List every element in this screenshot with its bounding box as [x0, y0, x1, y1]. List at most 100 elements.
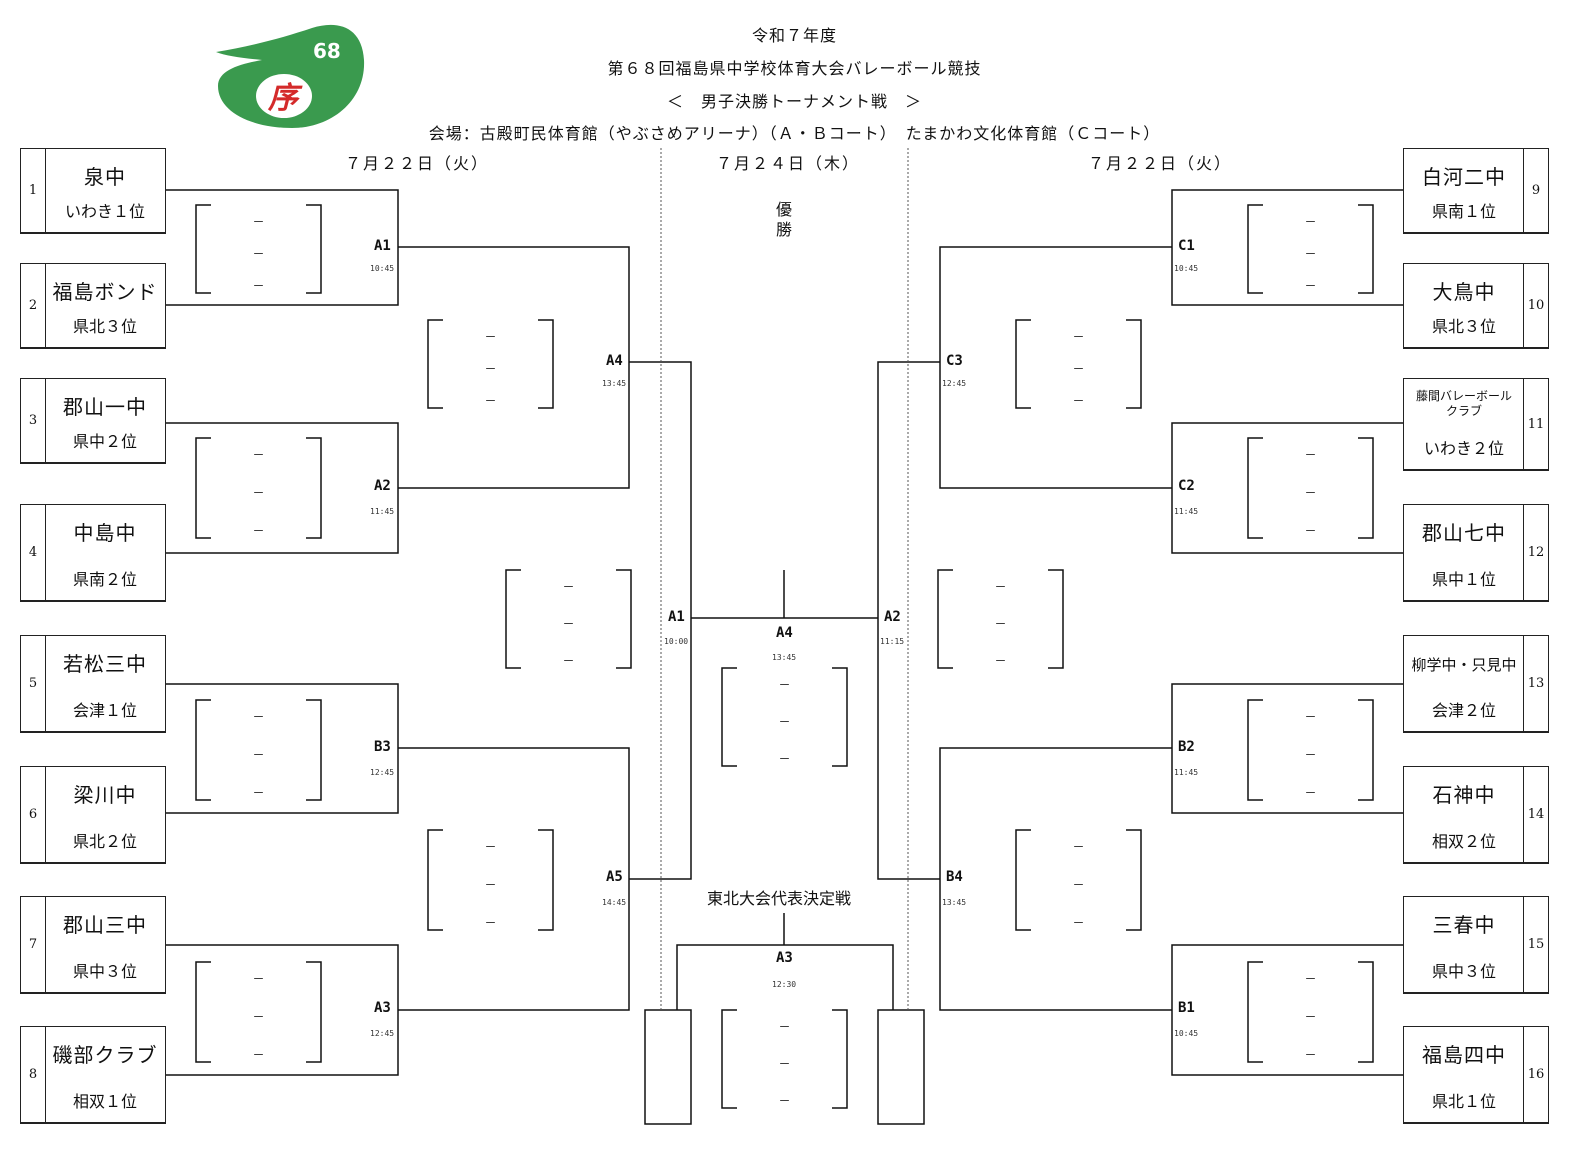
team-slot: 16 福島四中 県北１位 [1403, 1026, 1549, 1124]
header-event: 第６８回福島県中学校体育大会バレーボール競技 [607, 59, 982, 78]
team-slot: 15 三春中 県中３位 [1403, 896, 1549, 994]
team-rank: 県北２位 [72, 832, 137, 851]
match-time: 14:45 [602, 898, 627, 907]
team-name: 郡山一中 [63, 395, 147, 419]
score-dash: － [252, 448, 265, 462]
score-dash: － [1072, 394, 1085, 408]
team-slot: 4 中島中 県南２位 [20, 504, 166, 602]
score-dash: － [994, 654, 1007, 668]
team-rank: 県中２位 [72, 432, 137, 451]
score-bracket-right [1358, 204, 1374, 294]
header-year: 令和７年度 [751, 26, 837, 45]
match-code: A4 [776, 625, 793, 641]
team-slot: 1 泉中 いわき１位 [20, 148, 166, 234]
score-dash: － [1072, 840, 1085, 854]
score-bracket-left [1247, 437, 1263, 539]
team-seed: 4 [21, 505, 46, 600]
match-time: 12:45 [370, 768, 395, 777]
logo-68: 68 序 [216, 24, 365, 129]
score-bracket-left [1015, 829, 1031, 931]
score-bracket-left [937, 569, 953, 669]
score-bracket-left [195, 204, 211, 294]
team-slot: 7 郡山三中 県中３位 [20, 896, 166, 994]
team-slot: 3 郡山一中 県中２位 [20, 378, 166, 464]
match-time: 13:45 [772, 653, 797, 662]
score-bracket-left [427, 319, 443, 409]
score-dash: － [778, 1020, 791, 1034]
match-time: 12:45 [942, 379, 967, 388]
match-code: B3 [374, 739, 391, 755]
score-dash: － [252, 972, 265, 986]
team-seed: 14 [1523, 767, 1548, 862]
team-slot: 13 柳学中・只見中 会津２位 [1403, 635, 1549, 733]
score-dash: － [252, 786, 265, 800]
score-bracket-right [1358, 961, 1374, 1063]
team-slot: 11 藤間バレーボールクラブ いわき２位 [1403, 378, 1549, 471]
score-bracket-left [1247, 699, 1263, 801]
score-bracket-right [832, 1009, 848, 1109]
team-rank: 県北１位 [1431, 1092, 1496, 1111]
team-seed: 13 [1523, 636, 1548, 731]
team-slot: 2 福島ボンド 県北３位 [20, 263, 166, 349]
team-name: 郡山三中 [63, 913, 147, 937]
team-name: 石神中 [1432, 783, 1496, 807]
champion-label: 優勝 [775, 200, 792, 239]
score-dash: － [484, 362, 497, 376]
score-dash: － [562, 617, 575, 631]
date-left: ７月２２日（火） [345, 154, 490, 173]
score-dash: － [1304, 524, 1317, 538]
header-division: ＜ 男子決勝トーナメント戦 ＞ [666, 92, 922, 111]
team-seed: 3 [21, 379, 46, 462]
team-seed: 7 [21, 897, 46, 992]
score-dash: － [994, 580, 1007, 594]
score-dash: － [1304, 448, 1317, 462]
score-bracket-left [195, 437, 211, 539]
score-dash: － [778, 678, 791, 692]
score-bracket-right [616, 569, 632, 669]
team-seed: 5 [21, 636, 46, 731]
score-dash: － [484, 878, 497, 892]
score-dash: － [778, 1094, 791, 1108]
score-dash: － [252, 748, 265, 762]
match-code: B4 [946, 869, 963, 885]
team-rank: いわき２位 [1423, 439, 1504, 458]
team-rank: 県南２位 [72, 570, 137, 589]
score-bracket-right [1126, 829, 1142, 931]
score-dash: － [484, 330, 497, 344]
team-name: 中島中 [73, 521, 137, 545]
match-time: 11:45 [1174, 507, 1199, 516]
score-dash: － [778, 715, 791, 729]
score-bracket-right [538, 829, 554, 931]
match-code: A2 [884, 609, 901, 625]
team-seed: 6 [21, 767, 46, 862]
match-code: A1 [374, 238, 391, 254]
team-slot: 10 大鳥中 県北３位 [1403, 263, 1549, 349]
header-venue: 会場：古殿町民体育館（やぶさめアリーナ）（Ａ・Ｂコート） たまかわ文化体育館（Ｃ… [428, 124, 1161, 143]
team-rank: 県北３位 [1431, 317, 1496, 336]
match-time: 12:45 [370, 1029, 395, 1038]
team-slot: 5 若松三中 会津１位 [20, 635, 166, 733]
score-dash: － [1304, 710, 1317, 724]
match-code: A5 [606, 869, 623, 885]
score-bracket-right [1358, 437, 1374, 539]
match-time: 10:00 [664, 637, 689, 646]
score-bracket-right [1048, 569, 1064, 669]
team-slot: 6 梁川中 県北２位 [20, 766, 166, 864]
team-slot: 12 郡山七中 県中１位 [1403, 504, 1549, 602]
score-bracket-left [721, 1009, 737, 1109]
match-code: C2 [1178, 478, 1195, 494]
score-bracket-right [832, 667, 848, 767]
score-dash: － [1304, 786, 1317, 800]
score-dash: － [252, 524, 265, 538]
score-bracket-left [1015, 319, 1031, 409]
score-dash: － [1304, 1010, 1317, 1024]
team-name: 若松三中 [63, 652, 147, 676]
score-dash: － [1072, 362, 1085, 376]
score-bracket-right [306, 699, 322, 801]
team-name: 白河二中 [1422, 165, 1506, 189]
score-dash: － [1304, 748, 1317, 762]
team-rank: 会津２位 [1431, 701, 1496, 720]
team-seed: 10 [1523, 264, 1548, 347]
team-name: 藤間バレーボールクラブ [1415, 389, 1512, 418]
